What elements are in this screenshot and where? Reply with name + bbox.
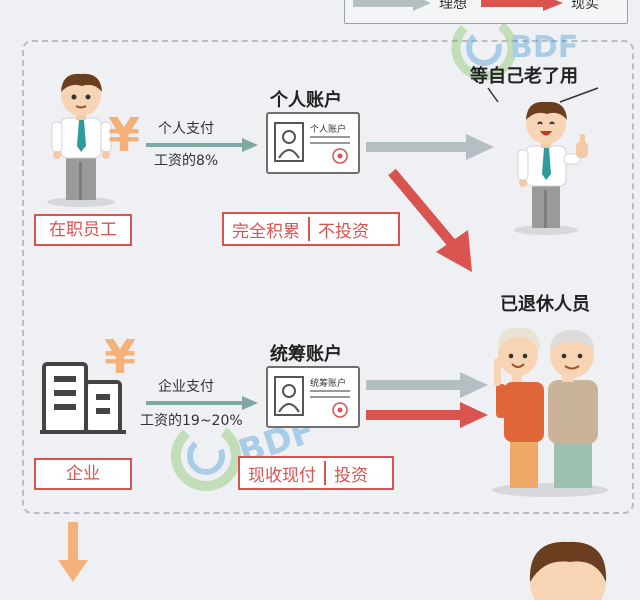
diagram-frame: [22, 40, 634, 514]
ideal-arrow-personal-icon: [366, 134, 494, 160]
personal-card-label: 个人账户: [310, 125, 347, 135]
arrow-to-personal-icon: [146, 138, 258, 152]
reality-arrow-icon: [481, 0, 563, 11]
company-label: 企业: [66, 464, 100, 484]
reality-arrow-diagonal-icon: [388, 168, 472, 272]
personal-pay-label: 个人支付: [158, 121, 214, 137]
watermark-logo-2: BDF: [166, 396, 326, 496]
retired-couple-icon: [492, 327, 608, 497]
speech-text: 等自己老了用: [470, 66, 578, 87]
pooled-card-label: 统筹账户: [310, 379, 347, 389]
retired-label: 已退休人员: [500, 294, 590, 315]
down-arrow-icon: [58, 522, 88, 582]
tag-separator: [308, 217, 310, 241]
employee-figure-icon: [47, 73, 115, 207]
personal-tag-left: 完全积累: [232, 221, 300, 242]
reality-arrow-pooled-icon: [366, 402, 488, 428]
arrow-to-pooled-icon: [146, 396, 258, 410]
personal-wage-label: 工资的8%: [154, 153, 219, 169]
employee-label-box: 在职员工: [34, 214, 132, 246]
personal-account-title: 个人账户: [270, 90, 342, 111]
seal-icon: [332, 402, 348, 418]
id-photo-icon: [274, 376, 304, 416]
pooled-tags-box: 现收现付 投资: [238, 456, 394, 490]
personal-tags-box: 完全积累 不投资: [222, 212, 400, 246]
card-line: [310, 390, 350, 392]
tag-separator: [324, 461, 326, 485]
watermark-logo: BDF: [448, 4, 578, 94]
company-building-icon: [40, 362, 126, 434]
personal-account-card: 个人账户: [266, 112, 360, 174]
pooled-wage-label: 工资的19~20%: [140, 413, 243, 429]
pooled-tag-right: 投资: [334, 465, 368, 486]
personal-tag-right: 不投资: [318, 221, 369, 242]
legend-ideal-label: 理想: [439, 0, 467, 12]
pooled-account-title: 统筹账户: [270, 344, 342, 365]
id-photo-icon: [274, 122, 304, 162]
pooled-tag-left: 现收现付: [248, 465, 316, 486]
yuan-icon: ¥: [108, 108, 141, 162]
legend: 理想 现实: [344, 0, 628, 24]
card-line: [310, 142, 350, 144]
company-label-box: 企业: [34, 458, 132, 490]
employee-label: 在职员工: [49, 220, 117, 240]
yuan-icon-2: ¥: [104, 330, 137, 384]
card-line: [310, 396, 350, 398]
partial-figure-icon: [529, 541, 607, 600]
ideal-arrow-pooled-icon: [366, 372, 488, 398]
seal-icon: [332, 148, 348, 164]
pooled-pay-label: 企业支付: [158, 379, 214, 395]
speech-lines-icon: [487, 87, 599, 103]
future-self-figure-icon: [514, 101, 588, 235]
ideal-arrow-icon: [353, 0, 431, 11]
pooled-account-card: 统筹账户: [266, 366, 360, 428]
legend-reality-label: 现实: [571, 0, 599, 12]
watermark-text: BDF: [510, 30, 579, 65]
card-line: [310, 136, 350, 138]
